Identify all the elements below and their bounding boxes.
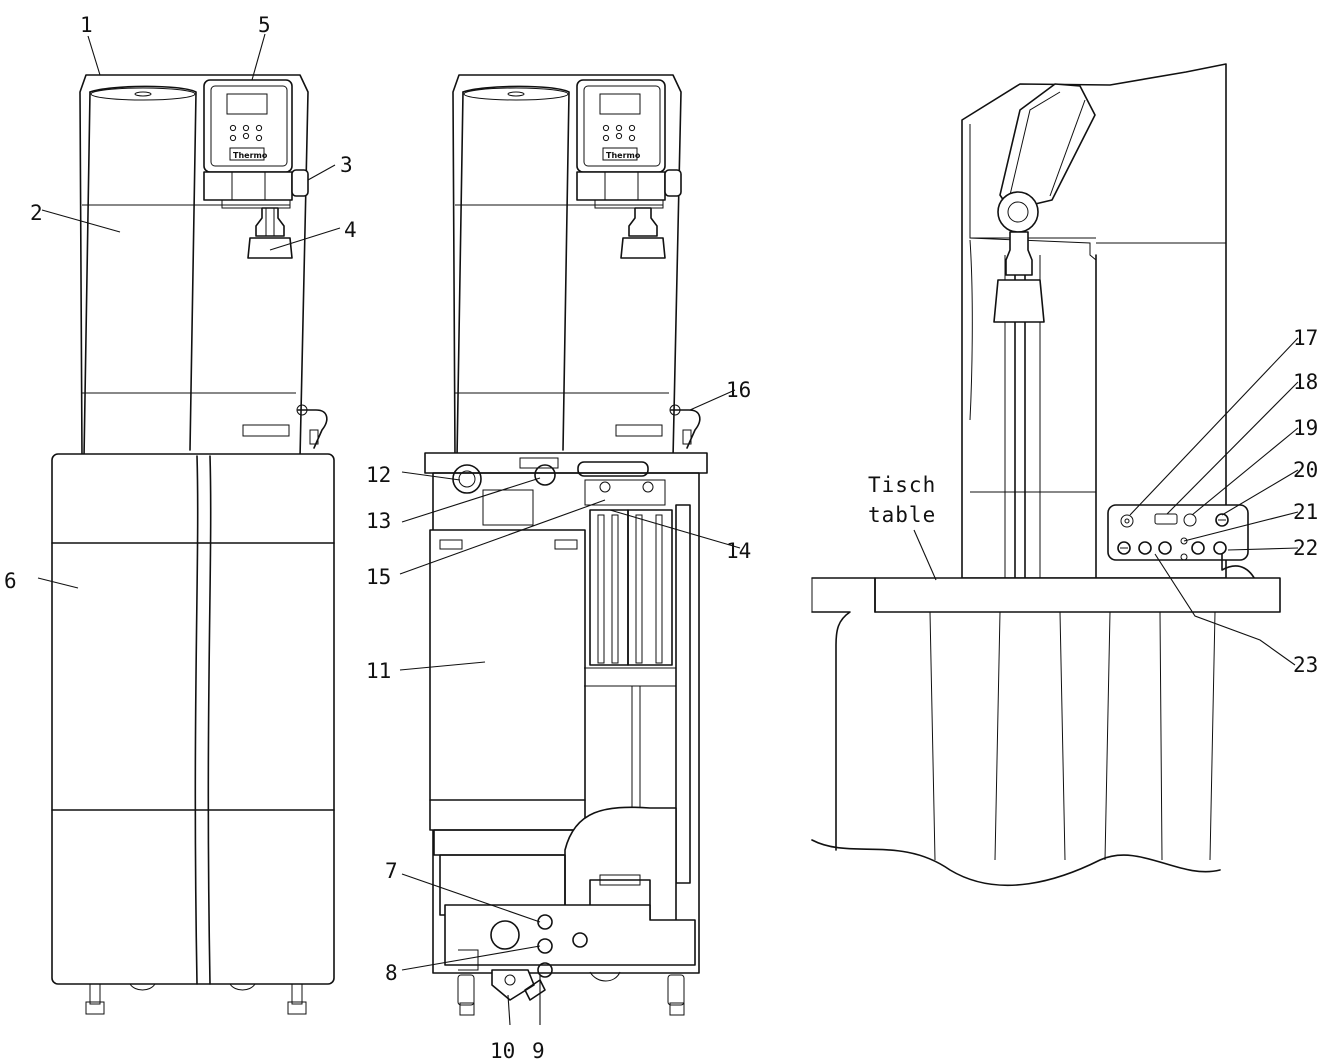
callout-12: 12 [366, 463, 391, 487]
callout-23: 23 [1293, 653, 1318, 677]
callout-8: 8 [385, 961, 398, 985]
callout-16: 16 [726, 378, 751, 402]
leader-lines [37, 33, 1299, 1026]
callout-14: 14 [726, 539, 751, 563]
svg-text:Thermo: Thermo [233, 151, 268, 160]
front-view-closed: Thermo [51, 74, 335, 1015]
callout-7: 7 [385, 859, 398, 883]
callout-10: 10 [490, 1039, 515, 1063]
callout-21: 21 [1293, 500, 1318, 524]
callout-6: 6 [4, 569, 17, 593]
callout-5: 5 [258, 13, 271, 37]
callout-1: 1 [80, 13, 93, 37]
callout-20: 20 [1293, 458, 1318, 482]
side-view-table [811, 63, 1281, 887]
callout-2: 2 [30, 201, 43, 225]
front-view-open: Thermo [424, 74, 708, 1016]
table-label-de: Tisch [868, 473, 936, 497]
svg-text:Thermo: Thermo [606, 151, 641, 160]
callout-13: 13 [366, 509, 391, 533]
callout-11: 11 [366, 659, 391, 683]
callout-labels: 1 2 3 4 5 6 7 8 9 10 11 12 13 14 15 16 1… [4, 13, 1318, 1063]
callout-3: 3 [340, 153, 353, 177]
callout-17: 17 [1293, 326, 1318, 350]
callout-18: 18 [1293, 370, 1318, 394]
callout-9: 9 [532, 1039, 545, 1063]
callout-19: 19 [1293, 416, 1318, 440]
callout-22: 22 [1293, 536, 1318, 560]
table-label-en: table [868, 503, 936, 527]
callout-4: 4 [344, 218, 357, 242]
callout-15: 15 [366, 565, 391, 589]
